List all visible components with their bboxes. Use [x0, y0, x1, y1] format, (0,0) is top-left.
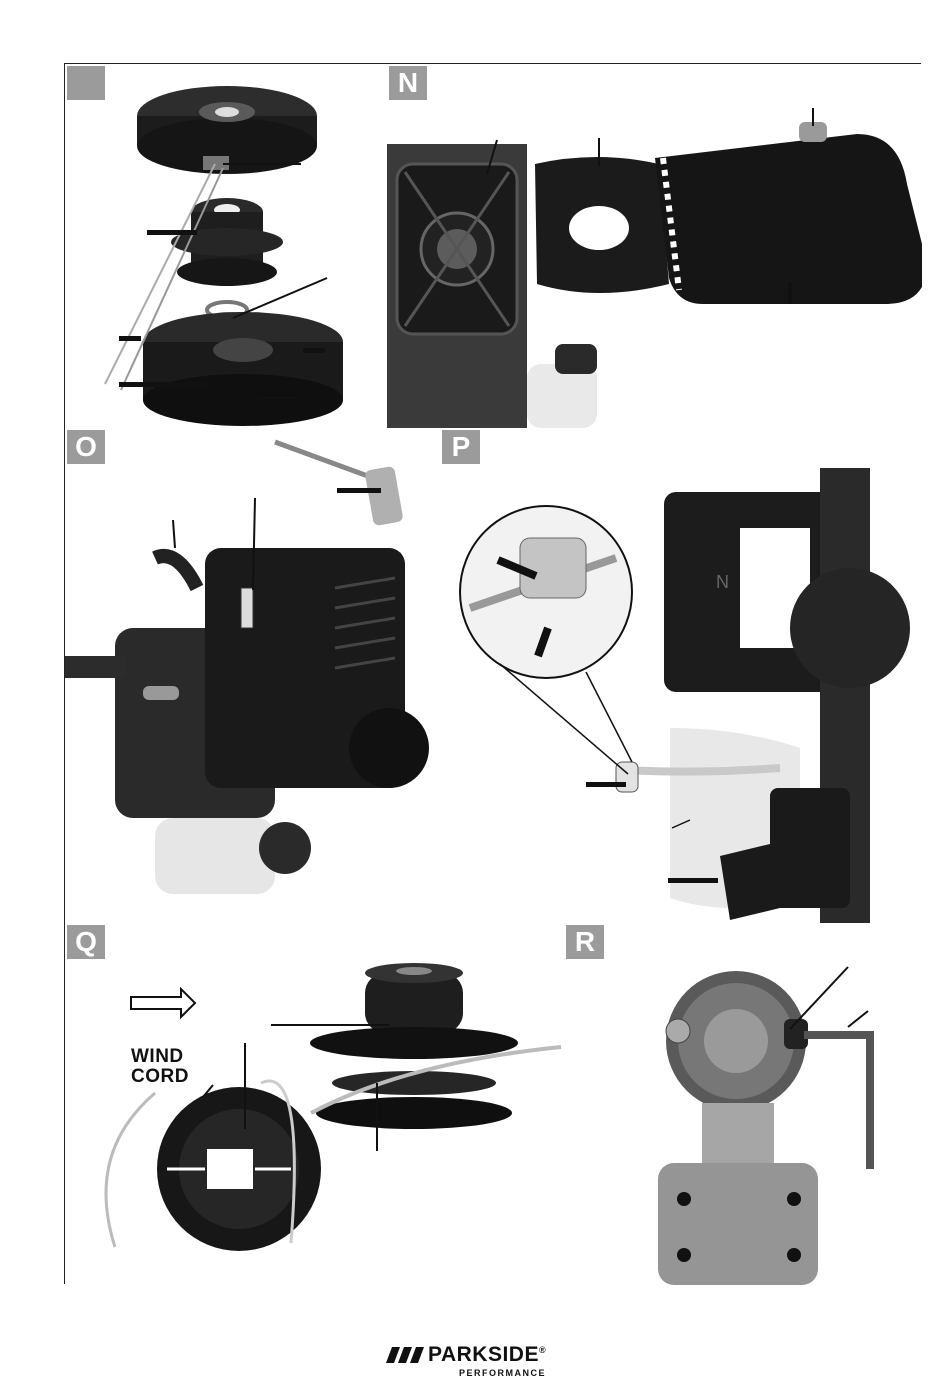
- wind-label-line2: CORD: [131, 1067, 189, 1087]
- panel-n: N: [387, 64, 922, 429]
- air-filter-exploded-illustration: [387, 64, 922, 428]
- spool-winding-illustration: [65, 923, 564, 1285]
- spool-head-exploded-illustration: [65, 64, 387, 428]
- panel-m: [65, 64, 388, 429]
- spark-plug-illustration: [65, 428, 440, 923]
- panel-r: R: [564, 923, 922, 1285]
- parkside-logo: PARKSIDE® PERFORMANCE: [380, 1343, 580, 1383]
- registered-mark: ®: [539, 1345, 546, 1355]
- figure-grid: N O: [64, 63, 921, 1284]
- brand-name: PARKSIDE: [428, 1343, 539, 1366]
- logo-stripes-icon: [380, 1345, 424, 1365]
- brand-subtitle: PERFORMANCE: [459, 1368, 546, 1378]
- panel-p: P N: [440, 428, 922, 924]
- svg-text:N: N: [716, 572, 729, 592]
- gear-head-hex-key-illustration: [564, 923, 922, 1285]
- wind-label-line1: WIND: [131, 1047, 189, 1067]
- panel-q: Q WIND CORD: [65, 923, 565, 1285]
- panel-o: O: [65, 428, 441, 924]
- fuel-filter-illustration: N: [440, 428, 922, 923]
